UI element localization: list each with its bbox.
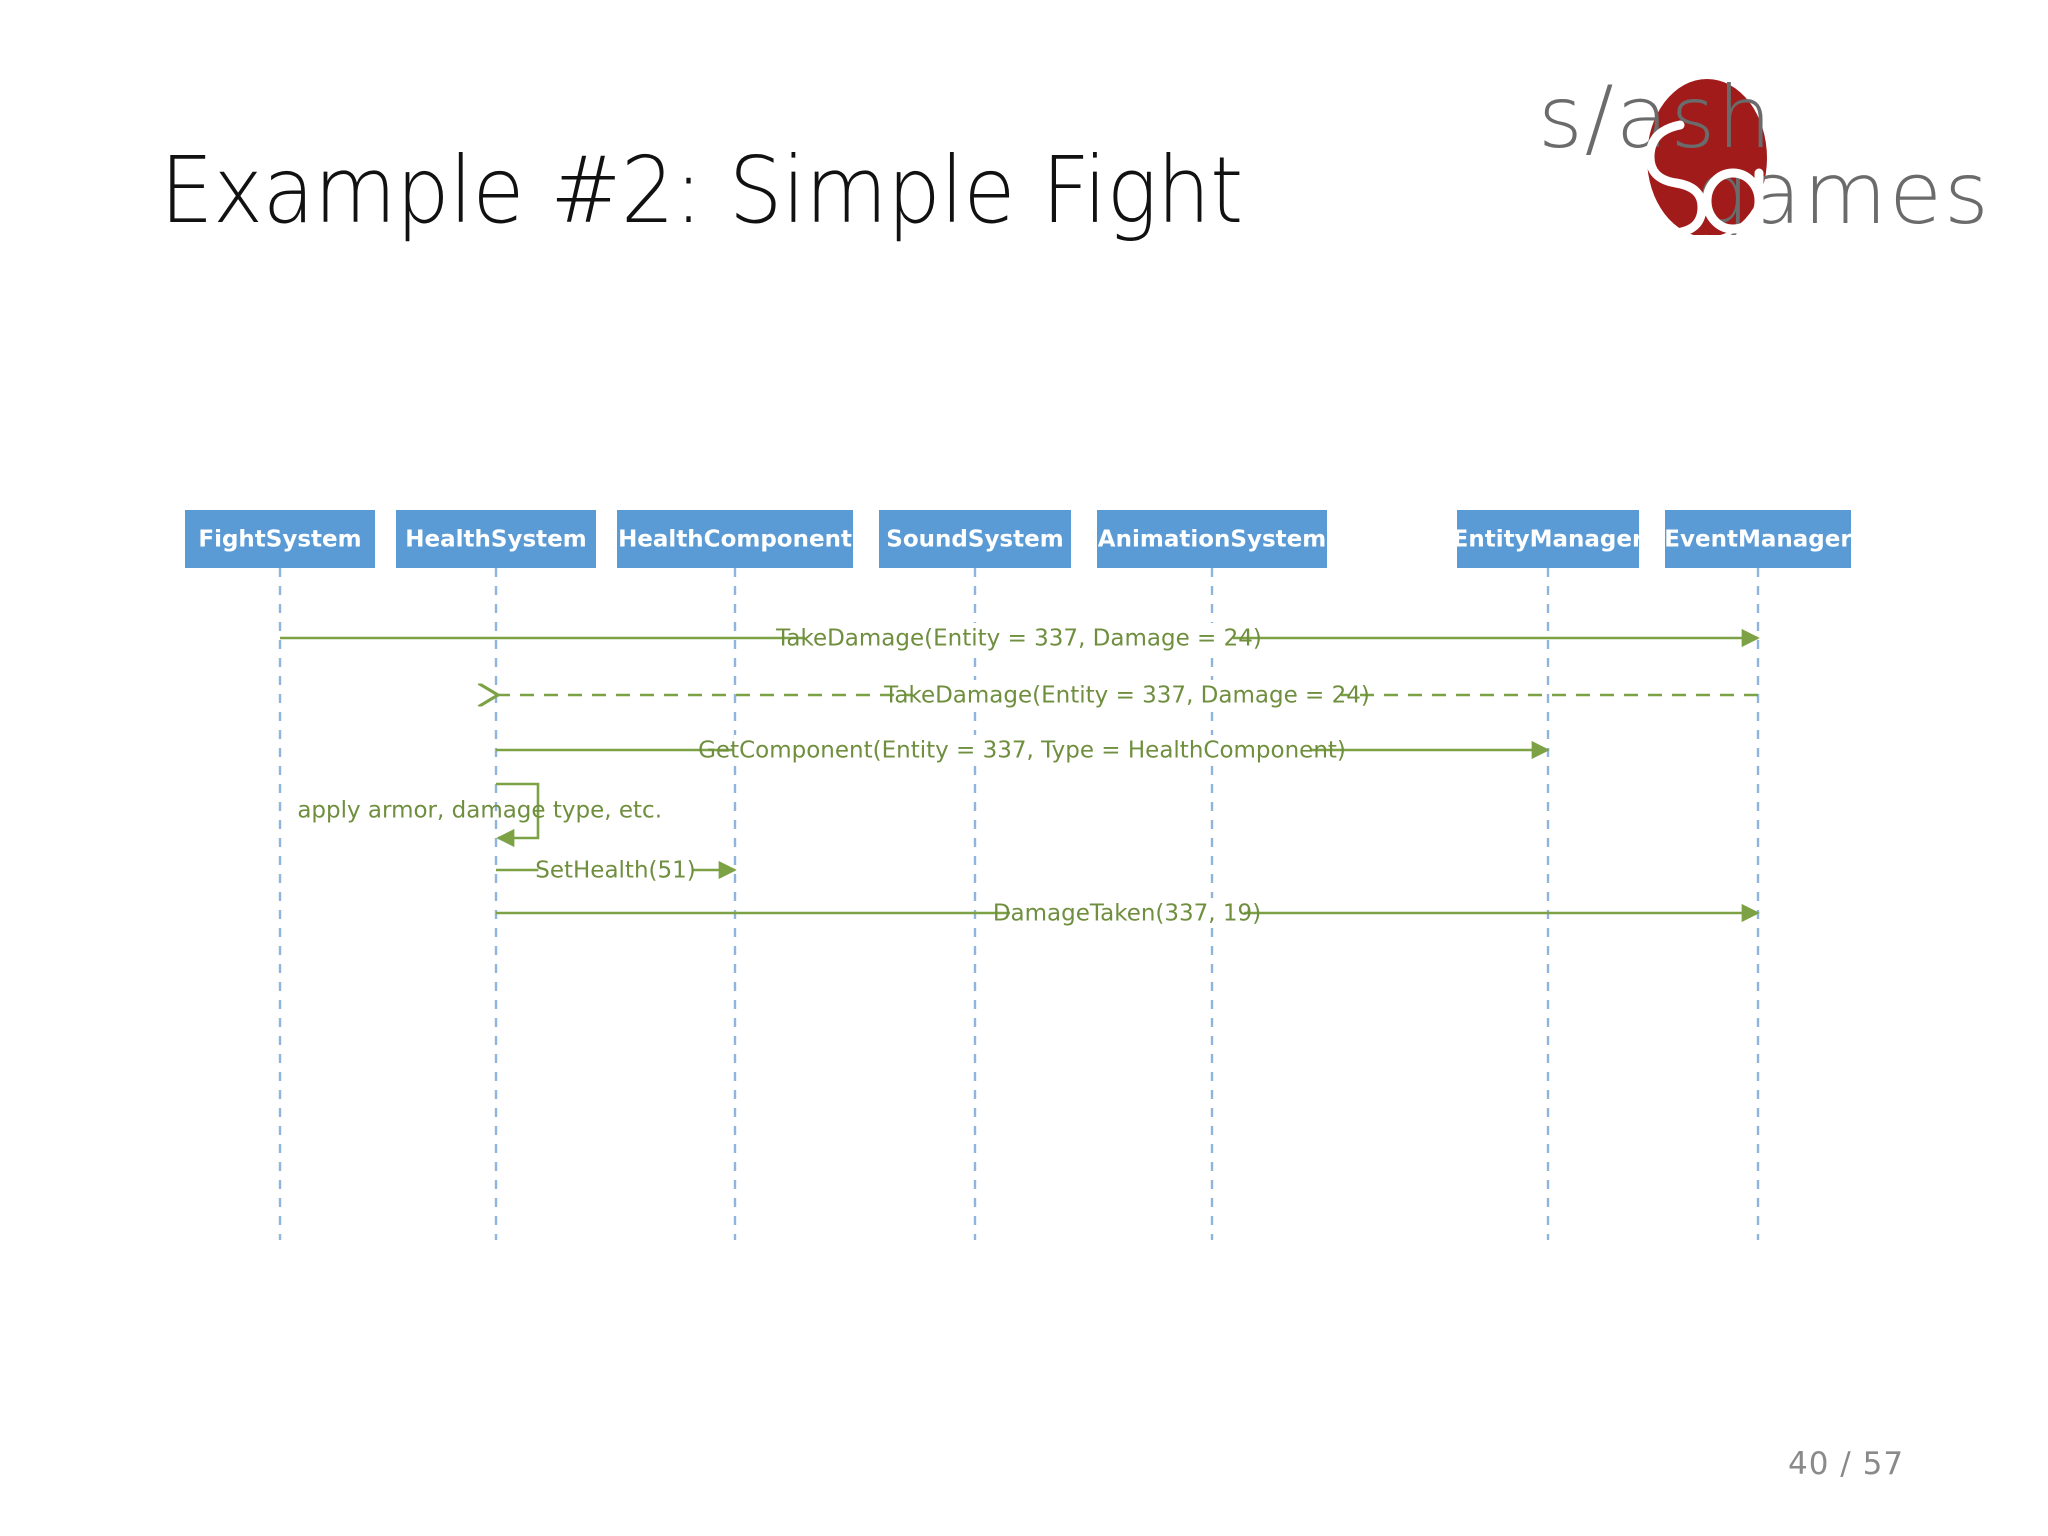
message-label-set-health: SetHealth(51) — [535, 858, 696, 884]
message-label-bg-set-health — [538, 855, 693, 885]
lane-label-health-system: HealthSystem — [405, 527, 586, 553]
lane-box-health-component[interactable] — [617, 510, 853, 568]
page-number: 40 / 57 — [1788, 1446, 1905, 1482]
message-take-damage-return[interactable]: TakeDamage(Entity = 337, Damage = 24) — [496, 680, 1758, 710]
message-label-bg-get-component — [734, 735, 1310, 765]
self-message-path-apply-armor — [496, 782, 540, 848]
lane-label-health-component: HealthComponent — [618, 527, 852, 553]
message-damage-taken[interactable]: DamageTaken(337, 19) — [496, 898, 1760, 928]
lane-box-sound-system[interactable] — [879, 510, 1071, 568]
page-title: Example #2: Simple Fight — [160, 137, 1243, 244]
lane-header-health-component[interactable]: HealthComponent — [617, 510, 853, 568]
message-label-take-damage-return: TakeDamage(Entity = 337, Damage = 24) — [883, 683, 1370, 709]
self-message-apply-armor[interactable]: apply armor, damage type, etc. — [297, 782, 662, 848]
logo-ellipse-icon — [1647, 79, 1767, 235]
lane-boxes-layer: FightSystem HealthSystem HealthComponent So… — [185, 510, 1852, 568]
logo-g-overlay-icon — [1702, 168, 1764, 235]
lane-header-sound-system[interactable]: SoundSystem — [879, 510, 1071, 568]
logo-artwork: s/ash games — [1538, 68, 1991, 235]
message-set-health[interactable]: SetHealth(51) — [496, 855, 737, 885]
message-label-damage-taken: DamageTaken(337, 19) — [993, 901, 1261, 927]
lane-label-fight-system: FightSystem — [198, 527, 361, 553]
message-get-component[interactable]: GetComponent(Entity = 337, Type = Health… — [496, 735, 1550, 765]
lane-box-fight-system[interactable] — [185, 510, 375, 568]
message-label-take-damage-request: TakeDamage(Entity = 337, Damage = 24) — [775, 626, 1262, 652]
slash-games-logo: s/ash games — [1520, 55, 2030, 235]
message-label-bg-damage-taken — [1010, 898, 1244, 928]
lane-label-entity-manager: EntityManager — [1453, 527, 1644, 553]
lane-header-health-system[interactable]: HealthSystem — [396, 510, 596, 568]
lane-header-fight-system[interactable]: FightSystem — [185, 510, 375, 568]
message-label-bg-take-damage-return — [913, 680, 1341, 710]
logo-s-overlay-icon — [1645, 120, 1707, 235]
lane-header-event-manager[interactable]: EventManager — [1664, 510, 1852, 568]
lane-label-event-manager: EventManager — [1664, 527, 1852, 553]
lane-box-event-manager[interactable] — [1665, 510, 1851, 568]
lane-header-entity-manager[interactable]: EntityManager — [1453, 510, 1644, 568]
lane-box-animation-system[interactable] — [1097, 510, 1327, 568]
lane-label-sound-system: SoundSystem — [886, 527, 1063, 553]
lane-box-health-system[interactable] — [396, 510, 596, 568]
lane-header-animation-system[interactable]: AnimationSystem — [1097, 510, 1327, 568]
logo-text-games: games — [1695, 144, 1991, 235]
message-label-bg-take-damage-request — [805, 623, 1233, 653]
lane-label-animation-system: AnimationSystem — [1098, 527, 1326, 553]
message-label-get-component: GetComponent(Entity = 337, Type = Health… — [698, 738, 1346, 764]
messages-layer: TakeDamage(Entity = 337, Damage = 24) Tak… — [280, 623, 1760, 928]
lane-box-entity-manager[interactable] — [1457, 510, 1639, 568]
self-message-label-apply-armor: apply armor, damage type, etc. — [297, 798, 662, 824]
message-take-damage-request[interactable]: TakeDamage(Entity = 337, Damage = 24) — [280, 623, 1760, 653]
